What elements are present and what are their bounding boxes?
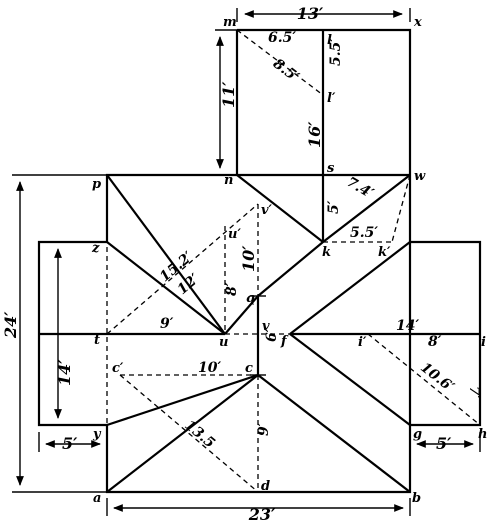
point-i: i [481,335,486,350]
point-c: c [245,361,253,376]
point-v: v [262,319,270,334]
point-p: p [92,177,101,192]
point-s: s [327,161,335,176]
dim-ml-6-5: 6.5′ [268,30,296,46]
dim-l-l2-5-5: 5.5′ [328,38,344,66]
point-h: h [478,427,487,442]
dim-left-14: 14′ [55,359,74,386]
dim-s-k-5: 5′ [326,200,342,214]
point-labels: m l x l′ p n s w v′ u′ z k k′ q t u v f … [91,15,487,506]
point-m: m [223,15,237,30]
dim-left-24: 24′ [1,311,20,339]
point-a: a [93,491,101,506]
point-u-prime: u′ [228,227,241,242]
point-v-prime: v′ [261,203,273,218]
dim-i2-i-8: 8′ [428,334,442,350]
point-c-prime: c′ [112,361,124,376]
dim-bottom-23: 23′ [248,505,276,523]
hips-and-ridges [39,30,480,493]
point-k: k [322,245,331,260]
dim-c-d-9: 9′ [256,422,272,436]
dim-q-c-6: 6′ [264,328,280,342]
dim-right-5: 5′ [436,434,452,453]
point-z: z [91,241,100,256]
dim-diag-10-6: 10.6′ [417,360,457,396]
point-n: n [224,173,233,188]
point-k-prime: k′ [378,245,391,260]
point-w: w [414,169,426,184]
point-y: y [92,427,102,442]
dim-v2-v-10: 10′ [239,245,258,272]
dim-t-u-9: 9′ [160,316,174,332]
dim-k-k2-5-5: 5.5′ [350,225,378,241]
point-f: f [280,334,289,349]
dim-i-h-7: 7′ [466,386,482,400]
dim-diag-13-5: 13.5 [181,417,217,451]
dim-diag-7-4: 7.4′ [344,174,377,202]
point-g: g [413,427,422,442]
point-t: t [94,333,100,348]
dim-left-11: 11′ [219,81,238,108]
point-d: d [261,479,270,494]
dim-u2-u-8: 8′ [224,282,240,296]
point-b: b [412,491,421,506]
point-u: u [219,335,228,350]
point-i-prime: i′ [358,335,367,350]
dim-f-i-14: 14′ [396,318,419,334]
dim-top-13: 13′ [297,4,324,23]
point-q: q [246,291,255,306]
construction-lines [106,29,481,493]
dim-l2-s-16: 16′ [305,121,324,148]
dimension-lines [12,8,481,516]
dim-left-5: 5′ [62,434,78,453]
dim-diag-8-5: 8.5′ [270,56,302,86]
point-l: l [327,33,332,48]
dim-c2-c-10: 10′ [198,360,221,376]
point-x: x [413,15,422,30]
point-l-prime: l′ [327,91,336,106]
